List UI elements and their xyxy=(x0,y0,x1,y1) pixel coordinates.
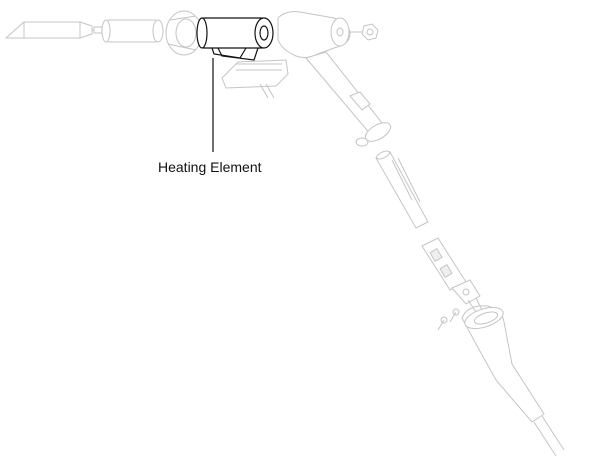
heating-element-part xyxy=(196,17,274,61)
barrel-housing-part xyxy=(277,11,379,59)
tip-part xyxy=(4,21,104,39)
insulator-part xyxy=(221,59,289,99)
heating-element-label: Heating Element xyxy=(158,159,262,175)
screws-part xyxy=(437,308,460,331)
arm-tube-part xyxy=(305,51,392,147)
cord-part xyxy=(533,415,565,457)
inner-rod-part xyxy=(375,150,429,229)
sensor-block-part xyxy=(421,237,481,305)
tip-sleeve-part xyxy=(101,19,164,43)
handle-part xyxy=(461,297,545,423)
